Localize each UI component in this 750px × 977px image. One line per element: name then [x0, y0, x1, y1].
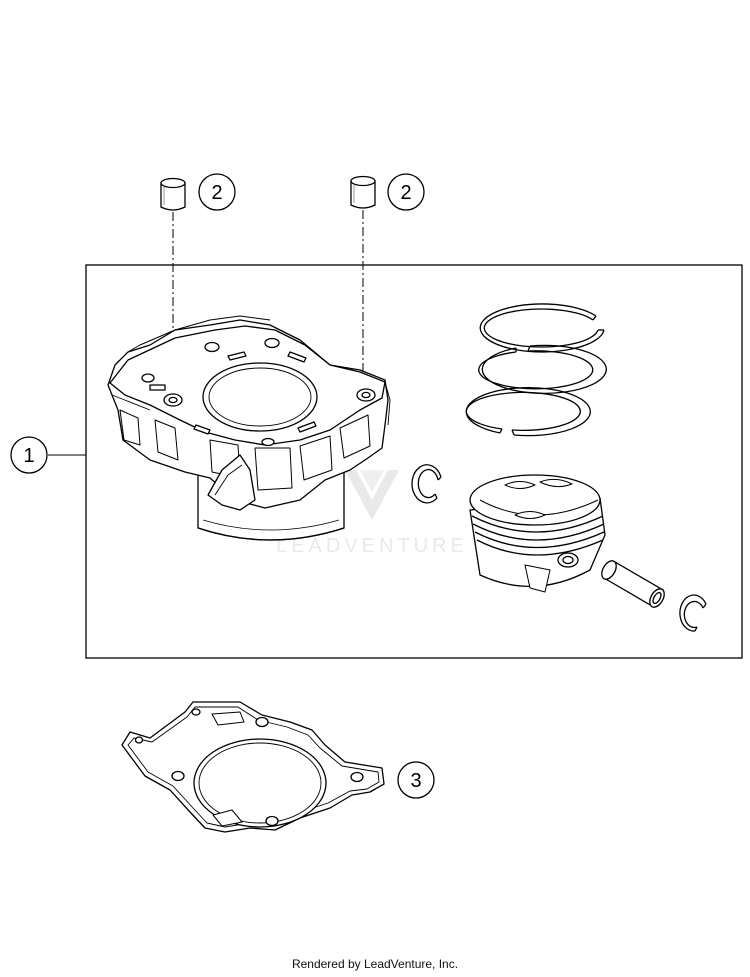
callout-3[interactable]: 3	[397, 761, 435, 799]
footer-credit: Rendered by LeadVenture, Inc.	[291, 957, 459, 971]
circlip-left[interactable]	[411, 464, 442, 504]
circlip-right[interactable]	[679, 594, 707, 632]
callout-2-left-label: 2	[211, 182, 222, 204]
assembly-frame	[85, 264, 743, 659]
cylinder-gasket[interactable]	[121, 701, 385, 833]
callout-3-label: 3	[410, 770, 421, 792]
watermark-text: LEADVENTURE	[276, 535, 468, 557]
callout-1-label: 1	[23, 445, 34, 467]
callout-2-right-label: 2	[400, 182, 411, 204]
piston[interactable]	[469, 474, 606, 593]
dowel-pin-left[interactable]	[160, 177, 186, 211]
piston-ring-top[interactable]	[479, 303, 605, 353]
callout-2-left[interactable]: 2	[198, 173, 236, 211]
callout-1[interactable]: 1	[10, 436, 48, 474]
cylinder[interactable]	[107, 315, 391, 541]
piston-ring-oil[interactable]	[465, 387, 591, 437]
leadventure-watermark: LEADVENTURE	[276, 470, 468, 557]
dowel-pin-right[interactable]	[350, 175, 376, 209]
piston-pin[interactable]	[599, 558, 667, 609]
callout-2-right[interactable]: 2	[387, 173, 425, 211]
